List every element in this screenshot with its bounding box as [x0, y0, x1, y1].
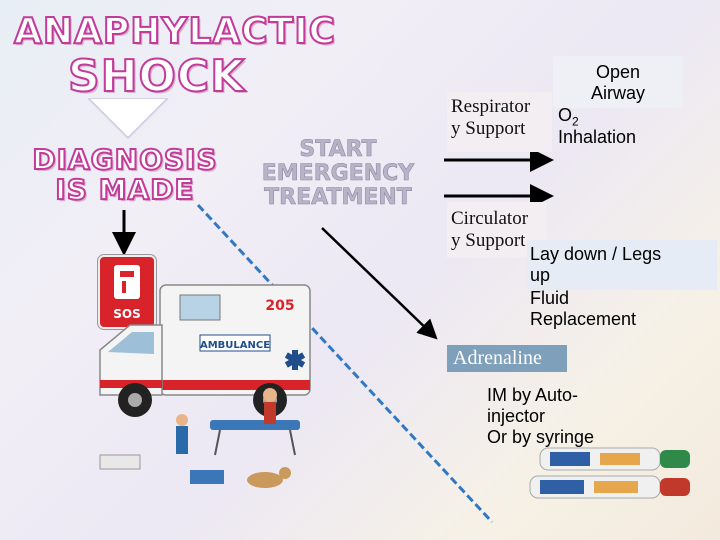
lay-down-text: Lay down / Legs up	[530, 244, 716, 286]
oxygen-label: O2	[558, 105, 579, 133]
im-line-3: Or by syringe	[487, 427, 595, 447]
start-line-3: TREATMENT	[264, 185, 412, 210]
oxygen-subscript: 2	[572, 114, 579, 129]
inhalation-label: Inhalation	[558, 127, 637, 147]
lay-down-box	[527, 240, 717, 290]
figure-head	[176, 414, 188, 426]
ambulance-number: 205	[265, 298, 294, 314]
fluid-line-2: Replacement	[530, 309, 637, 329]
circulatory-line-1: Circulator	[451, 208, 529, 229]
im-line-2: injector	[487, 406, 546, 426]
adrenaline-box: Adrenaline	[447, 345, 567, 372]
adrenaline-label: Adrenaline	[453, 347, 542, 369]
open-airway-box	[553, 56, 683, 108]
ambulance-plate	[199, 334, 271, 352]
ambulance-stripe	[160, 380, 310, 390]
arrow-adrenaline	[321, 227, 438, 340]
down-arrow-icon	[88, 98, 168, 140]
respiratory-line-2: y Support	[451, 118, 526, 139]
im-line-1: IM by Auto-	[487, 385, 579, 405]
circulatory-support-box: Circulator y Support	[447, 202, 547, 258]
lay-down-line-2: up	[530, 265, 551, 285]
circulatory-line-2: y Support	[451, 230, 526, 251]
auto-injector-pens	[529, 447, 690, 499]
respiratory-line-1: Respirator	[451, 96, 531, 117]
start-treatment-heading: START EMERGENCY TREATMENT	[248, 137, 428, 210]
diagnosis-line-1: DIAGNOSIS	[31, 143, 218, 176]
defib-case	[190, 470, 224, 484]
equipment-tray	[99, 454, 141, 470]
start-line-1: START	[299, 137, 377, 162]
dog	[247, 472, 283, 488]
diagnosis-heading: DIAGNOSIS IS MADE	[30, 143, 220, 206]
ambulance-illustration: AMBULANCE 205	[99, 284, 311, 488]
ambulance-windshield	[108, 332, 154, 354]
fluid-text: Fluid Replacement	[530, 288, 636, 330]
paramedic-body	[264, 402, 276, 424]
lay-down-line-1: Lay down / Legs	[530, 244, 662, 264]
star-of-life-icon	[284, 350, 306, 370]
im-text: IM by Auto- injector Or by syringe	[487, 385, 594, 448]
open-airway-line-2: Airway	[590, 83, 645, 103]
respiratory-support-box: Respirator y Support	[447, 92, 552, 152]
diagnosis-line-2: IS MADE	[54, 173, 195, 206]
stretcher	[210, 420, 300, 430]
ambulance-label: AMBULANCE	[200, 340, 270, 351]
sos-phone-sign: SOS	[98, 255, 156, 329]
fluid-line-1: Fluid	[530, 288, 570, 308]
oxygen-symbol: O	[558, 105, 573, 125]
phone-icon	[114, 265, 140, 299]
sos-label: SOS	[113, 307, 141, 321]
dashed-diagonal	[196, 203, 494, 524]
ambulance-window	[179, 294, 221, 321]
start-line-2: EMERGENCY	[261, 161, 415, 186]
paramedic-head	[263, 388, 277, 402]
open-airway-text: Open Airway	[558, 62, 678, 104]
figure-body	[176, 426, 188, 454]
open-airway-line-1: Open	[595, 62, 641, 82]
